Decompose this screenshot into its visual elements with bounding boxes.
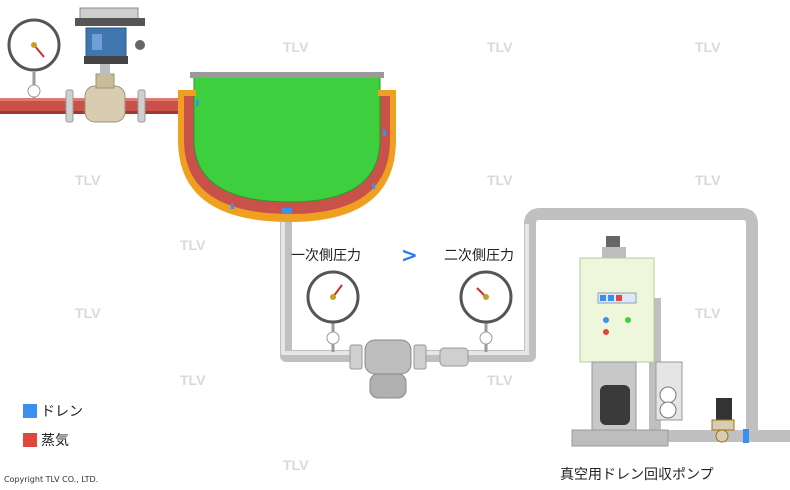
watermark: TLV xyxy=(75,305,101,321)
watermark: TLV xyxy=(487,39,513,55)
inlet-flanges xyxy=(65,89,146,123)
watermark: TLV xyxy=(283,457,309,473)
vacuum-pump-unit xyxy=(571,236,735,447)
primary-pressure-label: 一次側圧力 xyxy=(291,248,361,264)
steam-trap xyxy=(349,339,469,399)
legend-swatch-condensate xyxy=(23,404,37,418)
secondary-pressure-label: 二次側圧力 xyxy=(444,248,514,264)
control-valve xyxy=(75,7,145,123)
legend-item-condensate: ドレン xyxy=(23,401,83,421)
primary-pressure-gauge xyxy=(306,270,360,352)
legend-swatch-steam xyxy=(23,433,37,447)
watermark: TLV xyxy=(487,172,513,188)
pump-label: 真空用ドレン回収ポンプ xyxy=(560,467,714,483)
legend-item-steam: 蒸気 xyxy=(23,430,69,450)
watermark: TLV xyxy=(695,172,721,188)
watermark-layer: TLV TLV TLV TLV TLV TLV TLV TLV TLV TLV … xyxy=(75,39,721,473)
legend-label-condensate: ドレン xyxy=(41,404,83,420)
watermark: TLV xyxy=(180,237,206,253)
watermark: TLV xyxy=(487,372,513,388)
watermark: TLV xyxy=(695,39,721,55)
inlet-pressure-gauge xyxy=(7,18,61,98)
watermark: TLV xyxy=(180,372,206,388)
secondary-pressure-gauge xyxy=(459,270,513,352)
jacketed-vessel xyxy=(178,72,396,222)
watermark: TLV xyxy=(283,39,309,55)
condensate-piping xyxy=(280,208,758,440)
legend-label-steam: 蒸気 xyxy=(41,433,69,449)
outlet-pipe xyxy=(660,429,790,443)
watermark: TLV xyxy=(75,172,101,188)
copyright: Copyright TLV CO., LTD. xyxy=(4,475,99,484)
pressure-comparison-symbol: > xyxy=(401,243,418,267)
watermark: TLV xyxy=(695,305,721,321)
